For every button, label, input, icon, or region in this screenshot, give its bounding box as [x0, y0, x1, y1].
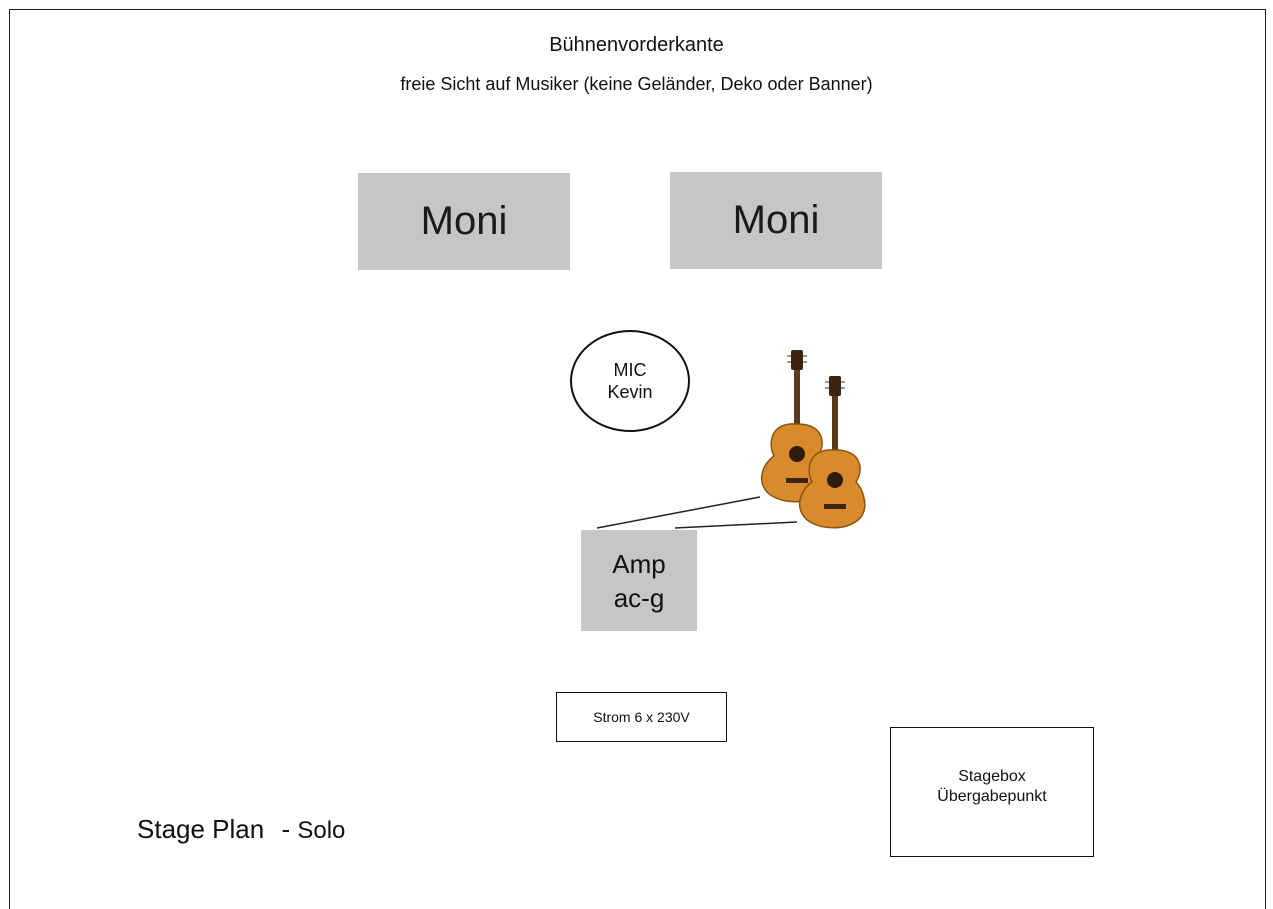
acoustic-guitar-amp: Amp ac-g: [581, 530, 697, 631]
cable-line: [674, 521, 798, 529]
monitor-left-label: Moni: [420, 199, 508, 243]
plan-title-main: Stage Plan: [137, 814, 265, 844]
mic-person-label: Kevin: [607, 382, 653, 402]
stage-frame: [9, 9, 1266, 909]
cable-line: [596, 496, 761, 529]
stage-front-title: Bühnenvorderkante: [549, 34, 724, 56]
stagebox: Stagebox Übergabepunkt: [890, 727, 1094, 857]
plan-title-separator: -: [281, 814, 291, 844]
power-label: Strom 6 x 230V: [593, 709, 690, 725]
amp-type-label: ac-g: [613, 582, 665, 613]
stagebox-label: Stagebox: [958, 768, 1026, 785]
monitor-left: Moni: [358, 173, 570, 270]
acoustic-guitar-icon: [799, 376, 866, 529]
plan-title-variant: Solo: [297, 817, 346, 844]
monitor-right-label: Moni: [732, 198, 820, 242]
monitor-right: Moni: [670, 172, 882, 269]
stage-front-note: freie Sicht auf Musiker (keine Geländer,…: [400, 74, 873, 94]
plan-title: Stage Plan - Solo: [137, 814, 345, 845]
stagebox-handover-label: Übergabepunkt: [937, 788, 1047, 805]
amp-label: Amp: [612, 548, 666, 579]
mic-circle: MIC Kevin: [570, 330, 690, 432]
power-outlet-box: Strom 6 x 230V: [556, 692, 727, 742]
mic-label: MIC: [613, 360, 647, 380]
